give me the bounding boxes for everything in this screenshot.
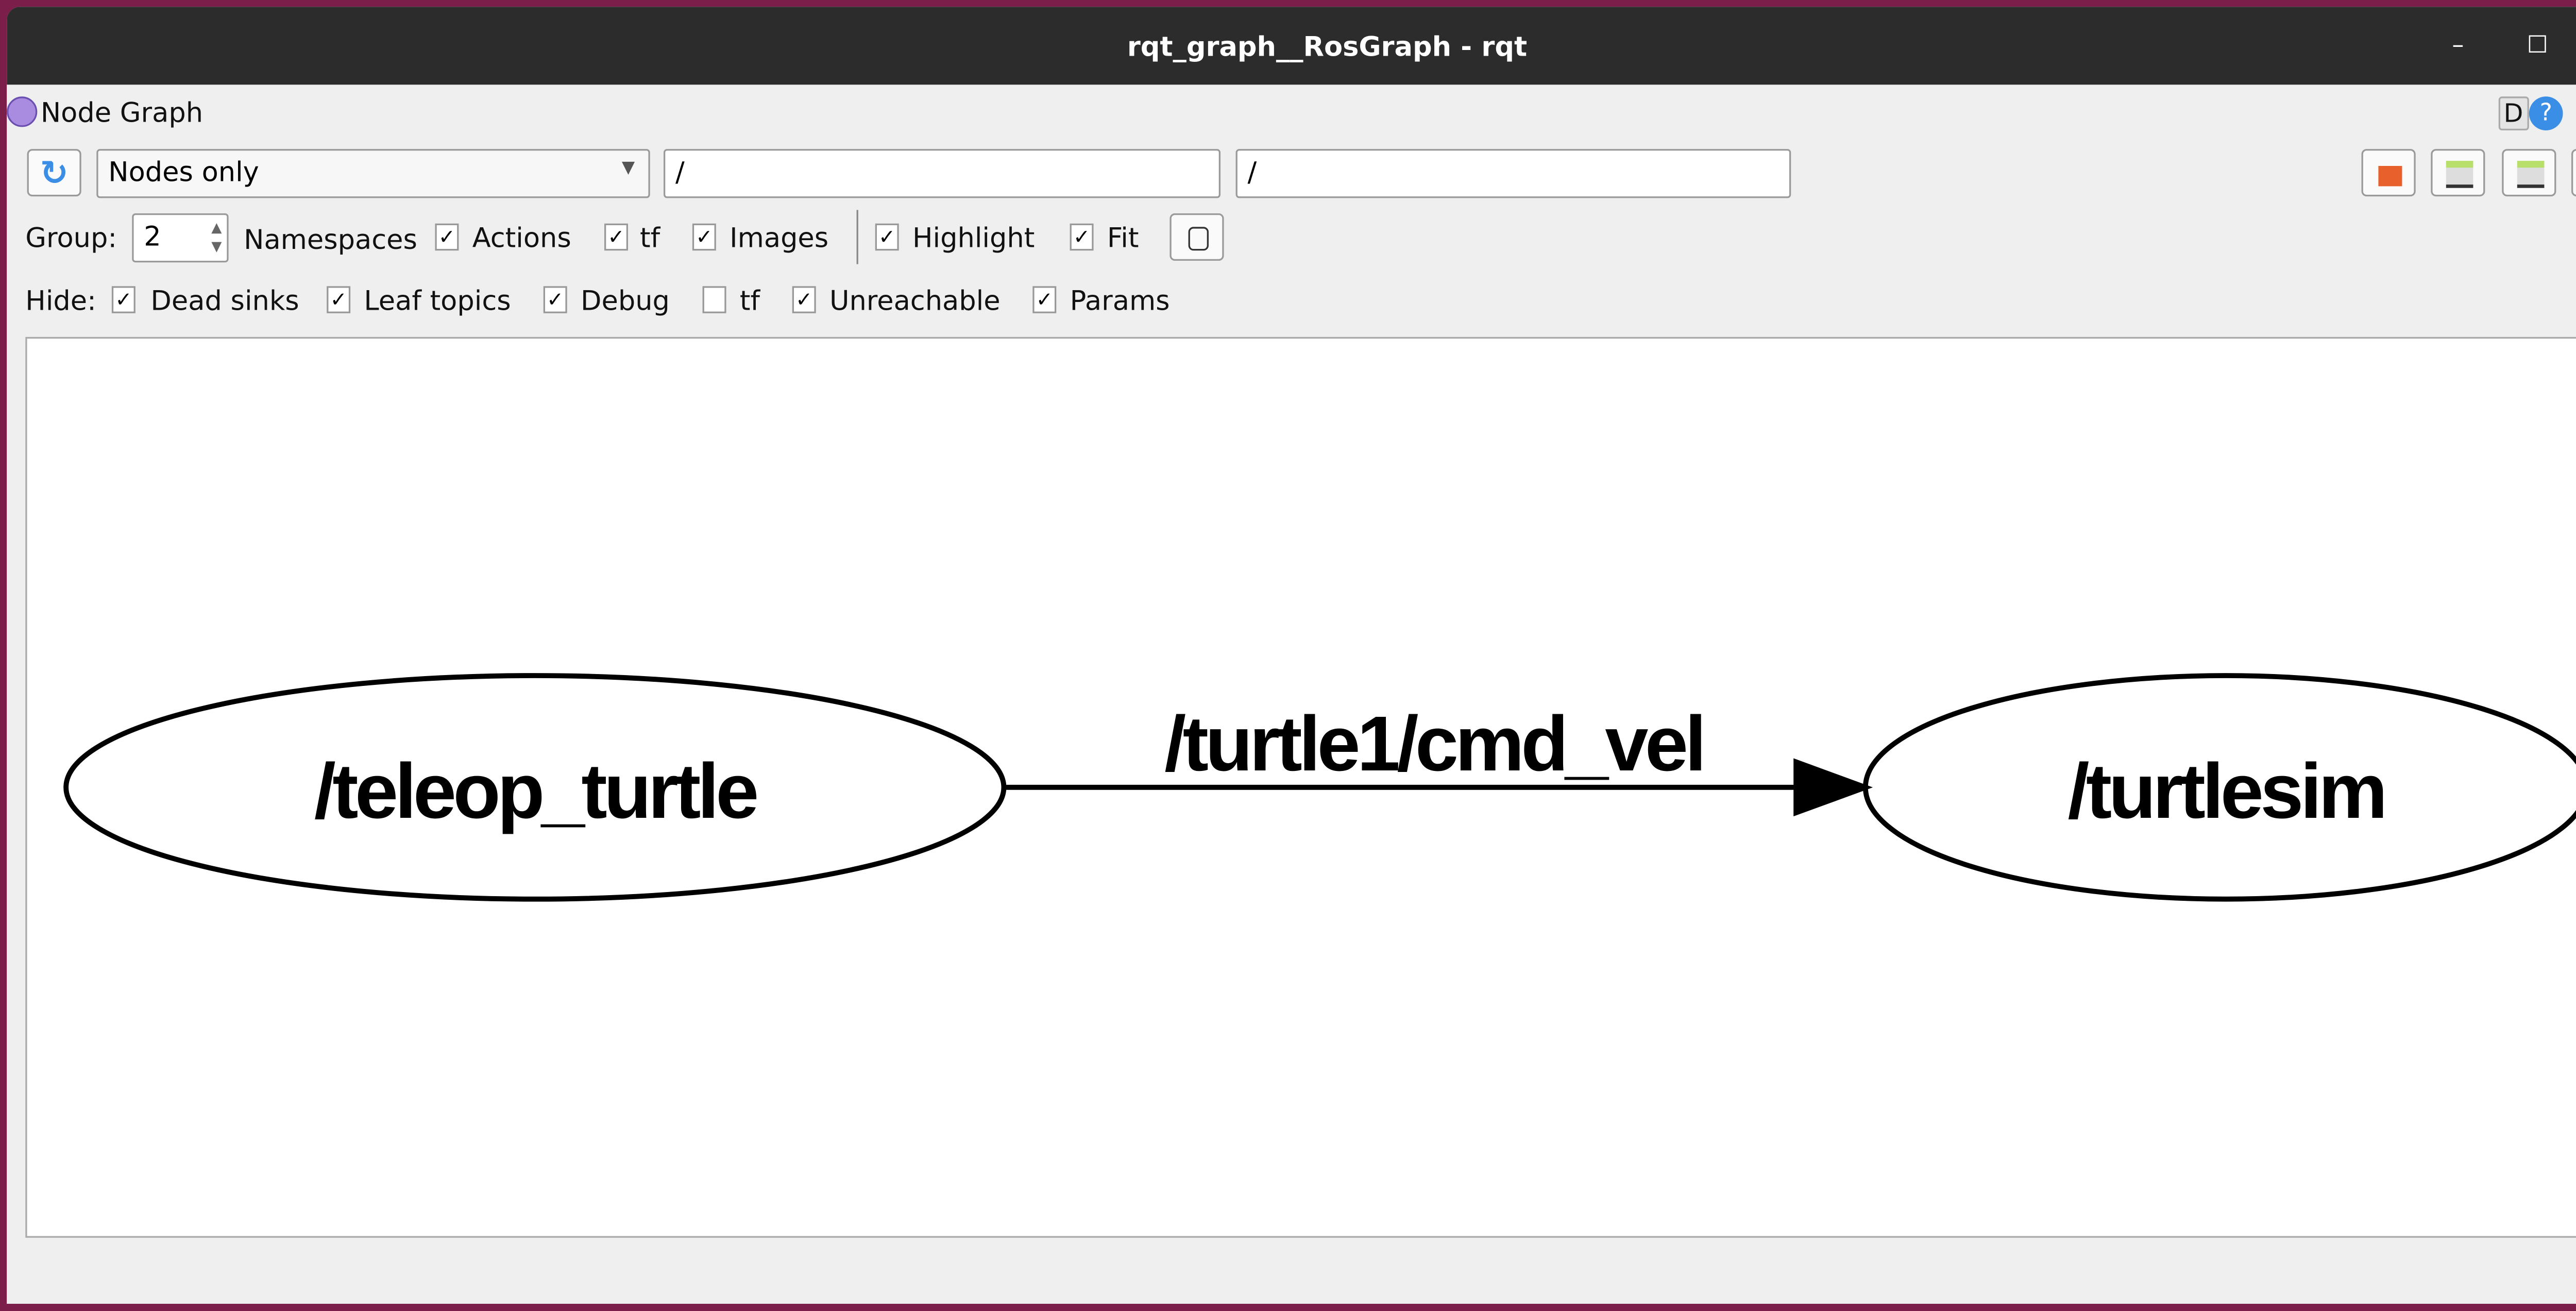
node-teleop-turtle-label: /teleop_turtle [314,748,756,835]
filter-mode-select[interactable]: Nodes only ▼ [96,149,650,198]
fit-label: Fit [1107,222,1139,254]
node-teleop-turtle[interactable] [63,673,1007,902]
window-title: rqt_graph__RosGraph - rqt [1127,30,1528,63]
save-icon [2517,161,2545,188]
plugin-title: Node Graph [40,96,204,129]
fit-icon [1188,227,1209,251]
rqt-window: rqt_graph__RosGraph - rqt – ☐ ✕ Node Gra… [7,7,2576,1304]
highlight-checkbox[interactable]: ✓ [875,223,899,251]
save-image-button[interactable] [2571,149,2576,197]
tf-checkbox[interactable]: ✓ [604,223,628,251]
hide-tf-checkbox[interactable] [702,286,726,313]
node-filter-input[interactable]: / [663,149,1221,198]
leaf-topics-checkbox[interactable]: ✓ [327,286,351,313]
separator [856,210,858,264]
edge-cmd-vel-label: /turtle1/cmd_vel [1164,700,1703,787]
fit-checkbox[interactable]: ✓ [1070,223,1094,251]
actions-checkbox[interactable]: ✓ [435,223,459,251]
help-icon[interactable]: ? [2529,96,2563,130]
maximize-button[interactable]: ☐ [2527,32,2548,59]
save-icon [2446,161,2473,188]
tf-label: tf [639,222,660,254]
hide-tf-label: tf [739,284,760,317]
chevron-down-icon: ▼ [621,159,635,178]
images-checkbox[interactable]: ✓ [692,223,716,251]
filter-mode-value: Nodes only [108,156,259,188]
images-label: Images [730,222,829,254]
title-bar: rqt_graph__RosGraph - rqt – ☐ ✕ [7,7,2576,85]
save-dot-button[interactable] [2431,149,2485,197]
open-folder-icon [2378,165,2402,187]
refresh-icon: ↻ [40,152,69,193]
debug-checkbox[interactable]: ✓ [543,286,567,313]
highlight-label: Highlight [912,222,1035,254]
node-turtlesim[interactable] [1863,673,2576,902]
save-svg-button[interactable] [2502,149,2556,197]
params-label: Params [1070,284,1170,317]
actions-label: Actions [472,222,571,254]
dock-button[interactable]: D [2498,96,2529,130]
spin-arrows-icon[interactable]: ▲▼ [211,220,222,254]
node-turtlesim-label: /turtlesim [2067,748,2384,835]
dead-sinks-label: Dead sinks [150,284,299,317]
unreachable-checkbox[interactable]: ✓ [792,286,816,313]
arrowhead-icon [1793,758,1873,817]
graph-canvas[interactable]: /teleop_turtle /turtle1/cmd_vel /turtles… [25,337,2576,1238]
dead-sinks-checkbox[interactable]: ✓ [111,286,135,313]
params-checkbox[interactable]: ✓ [1032,286,1057,313]
hide-label: Hide: [25,284,96,317]
node-graph-plugin-icon [7,96,38,127]
load-dot-button[interactable] [2361,149,2416,197]
debug-label: Debug [580,284,670,317]
namespaces-label: Namespaces [244,223,417,256]
minimize-button[interactable]: – [2452,32,2464,59]
group-value: 2 [144,220,161,253]
refresh-button[interactable]: ↻ [27,149,81,197]
topic-filter-input[interactable]: / [1235,149,1791,198]
leaf-topics-label: Leaf topics [364,284,511,317]
group-label: Group: [25,222,117,254]
fit-in-view-button[interactable] [1170,213,1224,261]
group-spinbox[interactable]: 2 ▲▼ [132,213,229,263]
unreachable-label: Unreachable [829,284,1001,317]
